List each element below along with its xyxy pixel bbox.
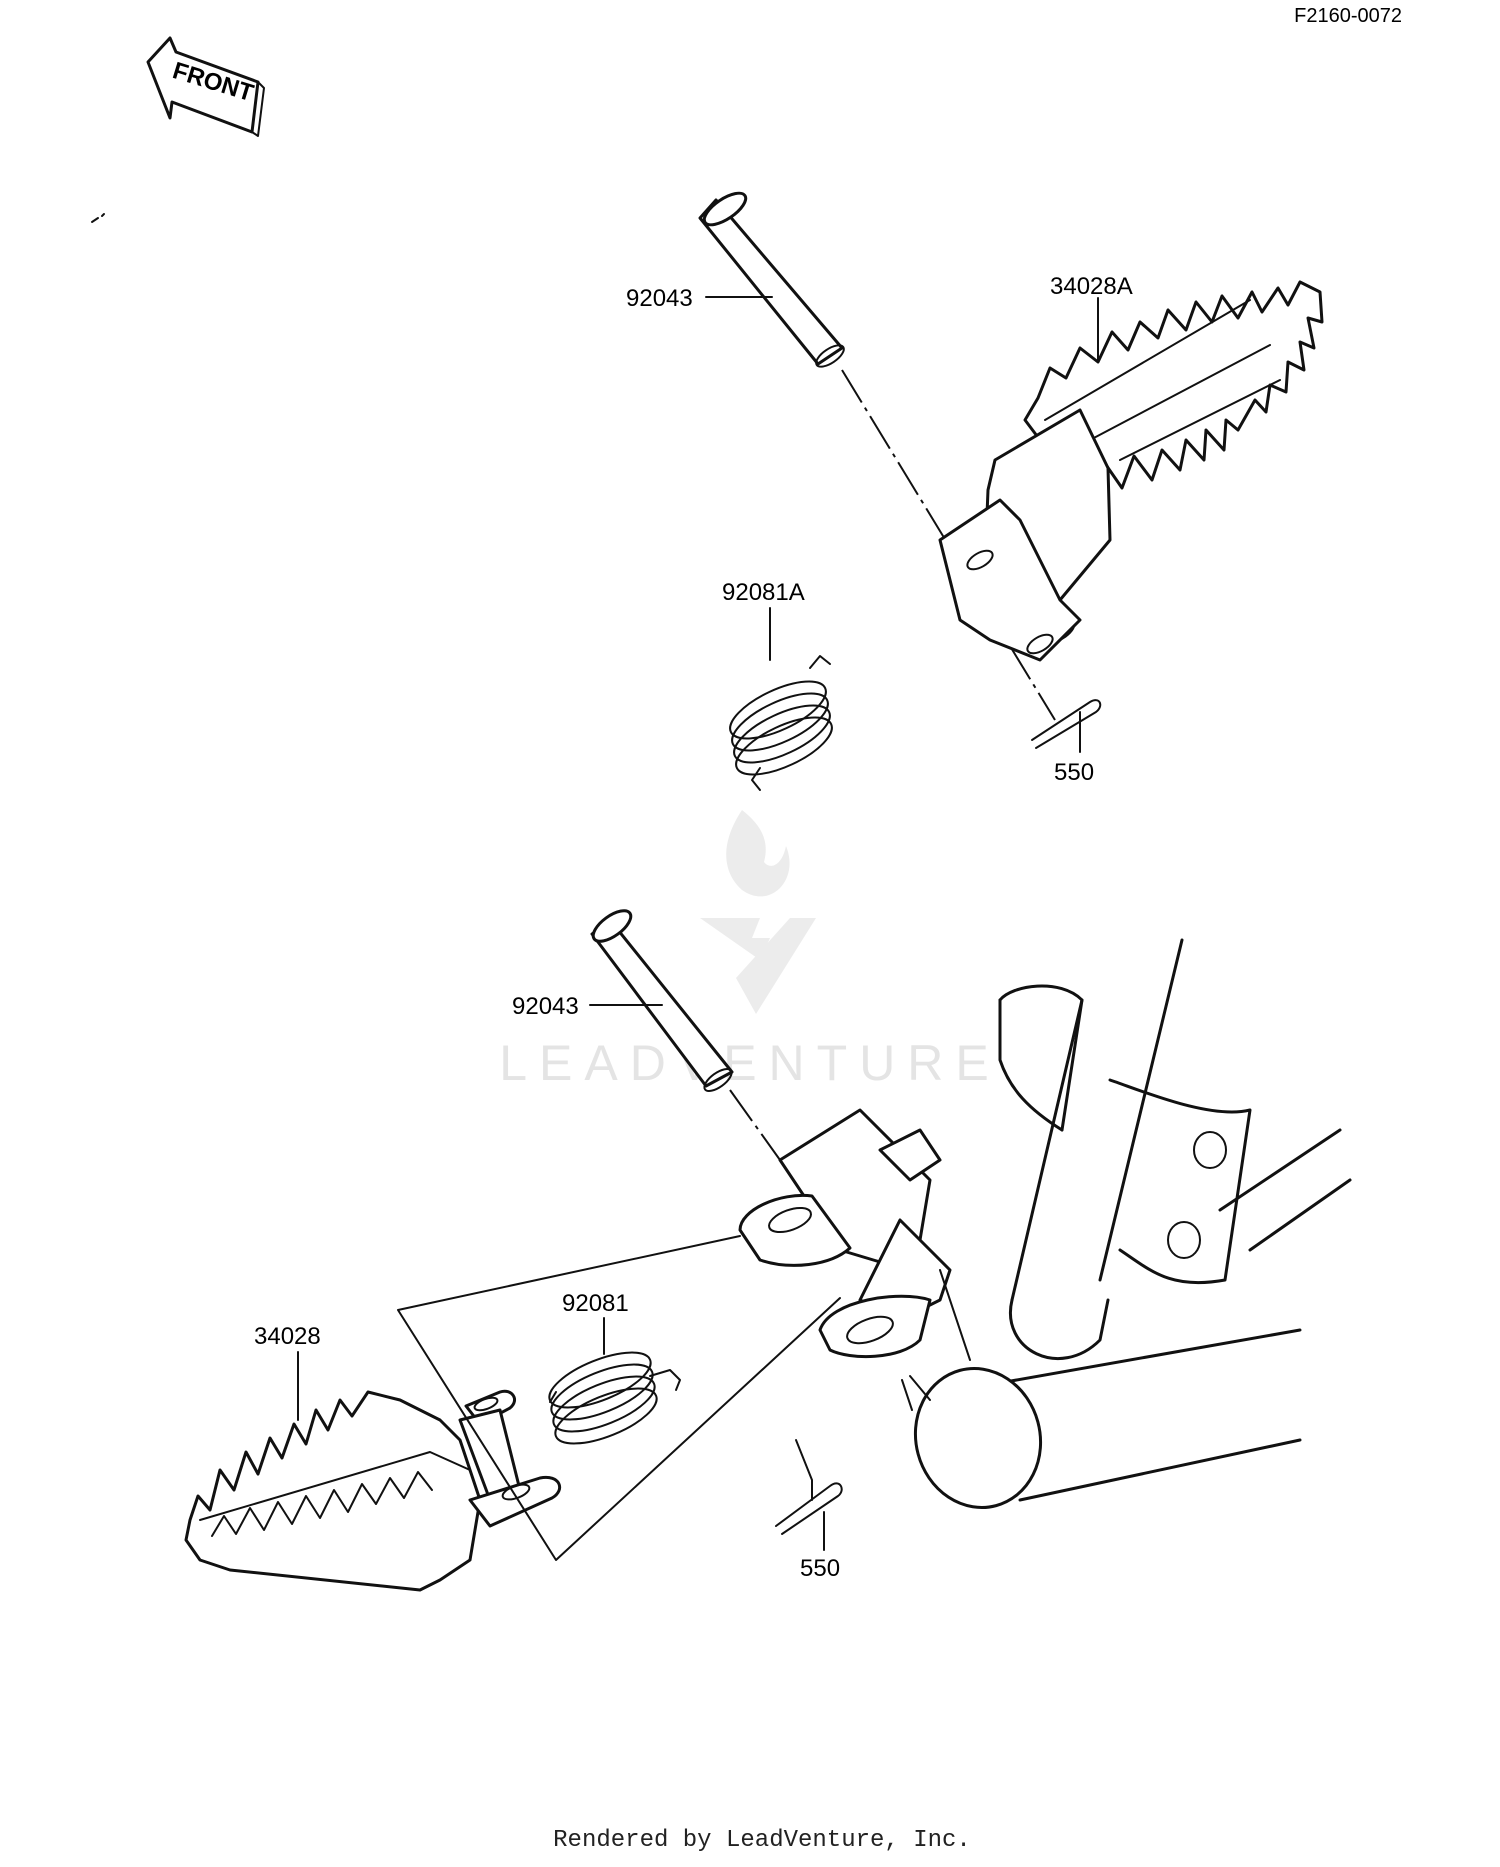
lower-cotter-label: 550	[800, 1555, 840, 1582]
lower-pin-label: 92043	[512, 993, 579, 1020]
lower-footpeg	[184, 1389, 562, 1592]
watermark-text: LEADVENTURE	[499, 1035, 1001, 1091]
upper-assembly: 92043 34028A 92081A 550	[626, 191, 1324, 791]
upper-return-spring	[729, 655, 833, 791]
upper-cotter-label: 550	[1054, 759, 1094, 786]
upper-footpeg-label: 34028A	[1050, 273, 1133, 300]
diagram-code: F2160-0072	[1294, 5, 1402, 27]
upper-cotter-pin	[1031, 699, 1102, 749]
footer-credit: Rendered by LeadVenture, Inc.	[553, 1827, 971, 1854]
lower-cotter-guide	[795, 1439, 813, 1501]
upper-axis-line	[841, 369, 1056, 721]
lower-cotter-pin	[775, 1482, 843, 1535]
lower-mount-bracket	[738, 1108, 971, 1361]
front-arrow-icon: FRONT	[146, 36, 265, 137]
lower-guide-lines	[397, 1235, 841, 1561]
upper-pin-label: 92043	[626, 285, 693, 312]
lower-assembly: 92043 34028 92081 550	[184, 909, 1352, 1592]
lower-pivot-pin	[590, 909, 734, 1092]
frame-section	[901, 938, 1352, 1509]
stray-mark	[91, 213, 105, 223]
lower-axis-line	[729, 1089, 781, 1161]
leadventure-watermark: LEADVENTURE	[499, 810, 1001, 1091]
upper-spring-label: 92081A	[722, 579, 805, 606]
upper-pivot-pin	[698, 191, 845, 368]
lower-return-spring	[548, 1351, 681, 1445]
lower-footpeg-label: 34028	[254, 1323, 321, 1350]
upper-footpeg	[938, 280, 1324, 662]
lower-spring-label: 92081	[562, 1290, 629, 1317]
